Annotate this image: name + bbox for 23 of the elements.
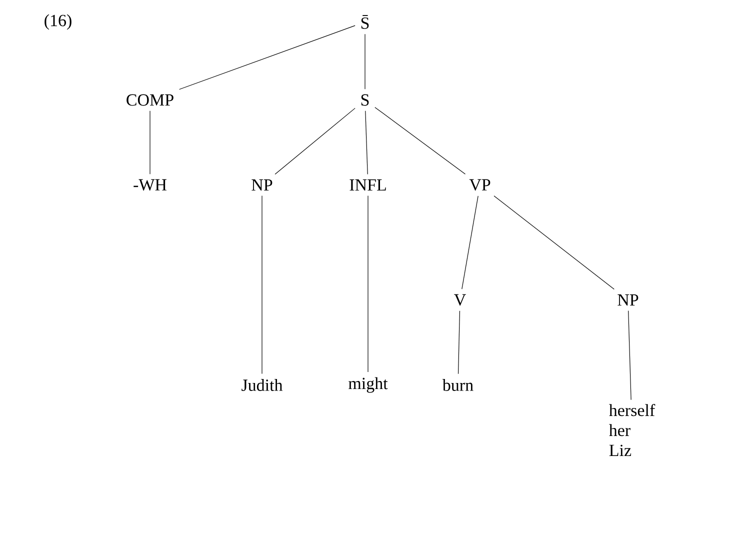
- branch-line: [458, 310, 460, 374]
- tree-label: burn: [442, 379, 474, 391]
- branch-line: [628, 310, 632, 400]
- tree-label: herself her Liz: [609, 404, 656, 456]
- tree-label: COMP: [126, 94, 174, 106]
- tree-label: S̄: [361, 15, 369, 29]
- tree-label: Judith: [242, 379, 283, 391]
- branch-line: [274, 108, 356, 175]
- branch-line: [179, 25, 356, 90]
- tree-label: NP: [618, 294, 638, 306]
- branch-line: [365, 110, 368, 175]
- branch-line: [494, 196, 614, 290]
- branch-line: [364, 34, 366, 90]
- tree-label: NP: [252, 179, 272, 191]
- tree-label: S: [361, 94, 369, 106]
- branch-line: [374, 107, 466, 174]
- tree-label: might: [348, 377, 388, 393]
- example-number: (16): [44, 14, 72, 30]
- tree-label: VP: [469, 179, 490, 191]
- tree-label: INFL: [350, 179, 386, 191]
- tree-label: V: [454, 294, 466, 306]
- tree-label: -WH: [134, 179, 166, 191]
- branch-line: [462, 196, 478, 290]
